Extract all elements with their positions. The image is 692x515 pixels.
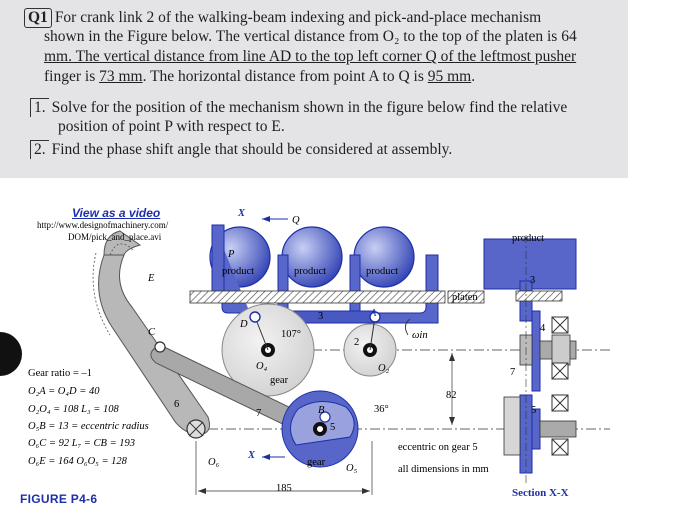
angle-36: 36° — [374, 404, 389, 415]
product-3 — [353, 226, 415, 288]
figure-caption: FIGURE P4-6 — [20, 492, 98, 506]
joint-C — [154, 341, 166, 353]
section-shaft-lower — [539, 420, 577, 438]
param-5: O₆E = 164 O₆O₅ = 128 — [28, 456, 127, 467]
question-item-1: 1.Solve for the position of the mechanis… — [30, 98, 567, 117]
param-2: O₂O₄ = 108 L₃ = 108 — [28, 404, 119, 415]
param-4: O₆C = 92 L₇ = CB = 193 — [28, 438, 136, 449]
platen-right — [447, 290, 485, 304]
label-O2: O₂ — [378, 363, 390, 374]
section-label-7: 7 — [510, 367, 516, 378]
label-E: E — [148, 273, 155, 284]
label-P: P — [228, 249, 235, 260]
pusher-finger-3 — [349, 254, 361, 314]
gear-label-top: gear — [270, 375, 289, 386]
product-label-2: product — [294, 266, 327, 277]
joint-D — [249, 311, 261, 323]
question-label: Q1 — [24, 8, 52, 28]
label-link-5: 5 — [330, 422, 336, 433]
label-C: C — [148, 327, 156, 338]
question-line-2: shown in the Figure below. The vertical … — [44, 28, 577, 45]
dimension-82: 82 — [446, 390, 457, 401]
edge-circle — [0, 332, 22, 376]
section-label-3: 3 — [530, 275, 536, 286]
product-label-section: product — [512, 233, 545, 244]
video-link[interactable]: View as a video — [72, 206, 161, 220]
label-link-3: 3 — [318, 311, 324, 322]
section-link-4 — [531, 310, 541, 392]
platen-label: platen — [452, 292, 478, 303]
product-label-1: product — [222, 266, 255, 277]
param-1: O₂A = O₄D = 40 — [28, 386, 100, 397]
pusher-finger-2 — [277, 254, 289, 314]
section-label-5: 5 — [531, 405, 537, 416]
platen — [189, 290, 446, 304]
label-O4: O₄ — [256, 361, 268, 372]
section-label: Section X-X — [512, 487, 569, 499]
omega-label: ωin — [412, 330, 428, 341]
label-D: D — [240, 319, 248, 330]
question-line-4: finger is 73 mm. The horizontal distance… — [44, 68, 476, 85]
section-bearings — [551, 316, 569, 456]
video-url-line-2: DOM/pick_and_place.avi — [68, 232, 162, 242]
label-link-6: 6 — [174, 399, 180, 410]
video-url-line-1: http://www.designofmachinery.com/ — [37, 220, 169, 230]
gear-label-bottom: gear — [307, 457, 326, 468]
label-B: B — [318, 405, 325, 416]
label-link-2: 2 — [354, 337, 360, 348]
section-platen — [515, 290, 563, 302]
eccentric-label: eccentric on gear 5 — [398, 442, 478, 453]
joint-A — [369, 311, 381, 323]
label-X-top: X — [238, 208, 246, 219]
label-O6: O₆ — [208, 457, 220, 468]
mechanism-drawing — [92, 216, 610, 495]
product-label-3: product — [366, 266, 399, 277]
question-line-3: mm. The vertical distance from line AD t… — [44, 48, 577, 65]
section-label-4: 4 — [540, 323, 546, 334]
label-link-7: 7 — [256, 408, 262, 419]
label-A: A — [370, 308, 377, 319]
param-3: O₅B = 13 = eccentric radius — [28, 421, 149, 432]
label-X-bottom: X — [248, 450, 256, 461]
label-O5: O₅ — [346, 463, 358, 474]
item-1-number: 1. — [30, 98, 49, 117]
joint-B — [319, 411, 331, 423]
item-2-number: 2. — [30, 140, 49, 159]
label-Q: Q — [292, 215, 300, 226]
angle-107: 107° — [281, 329, 301, 340]
question-item-2: 2.Find the phase shift angle that should… — [30, 140, 452, 159]
question-item-1-line-2: position of point P with respect to E. — [58, 118, 285, 135]
dimensions-note: all dimensions in mm — [398, 464, 489, 475]
gear-ratio: Gear ratio = –1 — [28, 368, 92, 379]
mechanism-figure: View as a video http://www.designofmachi… — [0, 195, 692, 515]
product-2 — [281, 226, 343, 288]
dimension-185: 185 — [276, 483, 292, 494]
walking-beam-body — [221, 245, 439, 324]
pusher-finger-1 — [211, 224, 225, 296]
